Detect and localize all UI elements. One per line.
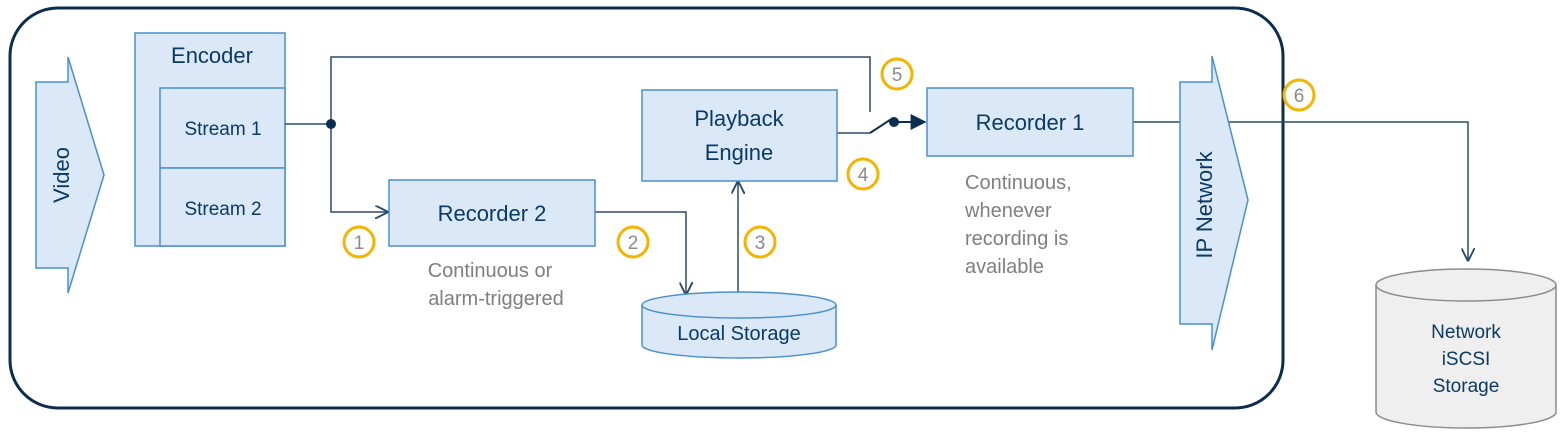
stream-junction-dot bbox=[326, 119, 336, 129]
playback-engine-label-line2: Engine bbox=[705, 140, 774, 165]
connectors bbox=[285, 56, 1468, 295]
step-badge-1: 1 bbox=[342, 225, 376, 259]
recorder-1-note-line1: Continuous, bbox=[965, 172, 1072, 194]
step-badge-2: 2 bbox=[616, 225, 650, 259]
svg-text:1: 1 bbox=[354, 233, 365, 254]
network-storage-label-line2: iSCSI bbox=[1442, 349, 1491, 370]
switch-blade bbox=[869, 117, 894, 134]
recorder-2-block: Recorder 2 bbox=[388, 179, 596, 247]
svg-text:3: 3 bbox=[755, 233, 766, 254]
stream-1-label: Stream 1 bbox=[184, 119, 261, 140]
local-storage-cylinder: Local Storage bbox=[641, 291, 837, 359]
encoder-label: Encoder bbox=[171, 43, 253, 68]
network-storage-line bbox=[1225, 121, 1468, 260]
network-iscsi-storage-cylinder: Network iSCSI Storage bbox=[1375, 268, 1557, 429]
step-badge-5: 5 bbox=[880, 57, 914, 91]
step-badge-6: 6 bbox=[1282, 78, 1316, 112]
ip-network-label: IP Network bbox=[1192, 150, 1217, 258]
step-badge-4: 4 bbox=[846, 157, 880, 191]
video-label: Video bbox=[49, 147, 74, 203]
recorder-1-note-line4: available bbox=[965, 256, 1044, 278]
recorder-1-note-line2: whenever bbox=[964, 200, 1052, 222]
recorder-2-label: Recorder 2 bbox=[438, 201, 547, 226]
recorder2-feed-line bbox=[330, 124, 387, 212]
recorder-1-note-line3: recording is bbox=[965, 228, 1068, 250]
stream-2-box bbox=[159, 167, 286, 247]
stream-2-label: Stream 2 bbox=[184, 199, 261, 220]
stream-1-box bbox=[159, 87, 286, 169]
playback-engine-block: Playback Engine bbox=[641, 89, 838, 182]
network-storage-label-line1: Network bbox=[1431, 322, 1501, 343]
playback-engine-label-line1: Playback bbox=[694, 106, 784, 131]
recorder-2-note-line2: alarm-triggered bbox=[428, 288, 564, 310]
svg-text:6: 6 bbox=[1294, 86, 1305, 107]
ip-network-block: IP Network bbox=[1179, 55, 1249, 351]
video-input-arrow: Video bbox=[35, 56, 105, 294]
recorder-1-label: Recorder 1 bbox=[976, 110, 1085, 135]
network-storage-label-line3: Storage bbox=[1433, 376, 1500, 397]
local-storage-label: Local Storage bbox=[677, 323, 800, 345]
step-badge-3: 3 bbox=[743, 225, 777, 259]
svg-text:5: 5 bbox=[892, 65, 903, 86]
recorder-1-block: Recorder 1 bbox=[926, 87, 1134, 157]
encoder-block: Encoder Stream 1 Stream 2 bbox=[134, 32, 286, 247]
bypass-line bbox=[330, 56, 871, 124]
svg-text:2: 2 bbox=[628, 233, 639, 254]
switch-dot bbox=[889, 117, 899, 127]
recorder2-storage-line bbox=[595, 211, 686, 294]
svg-text:4: 4 bbox=[858, 165, 869, 186]
device-frame bbox=[8, 6, 1285, 410]
recorder-2-note-line1: Continuous or bbox=[428, 260, 553, 282]
